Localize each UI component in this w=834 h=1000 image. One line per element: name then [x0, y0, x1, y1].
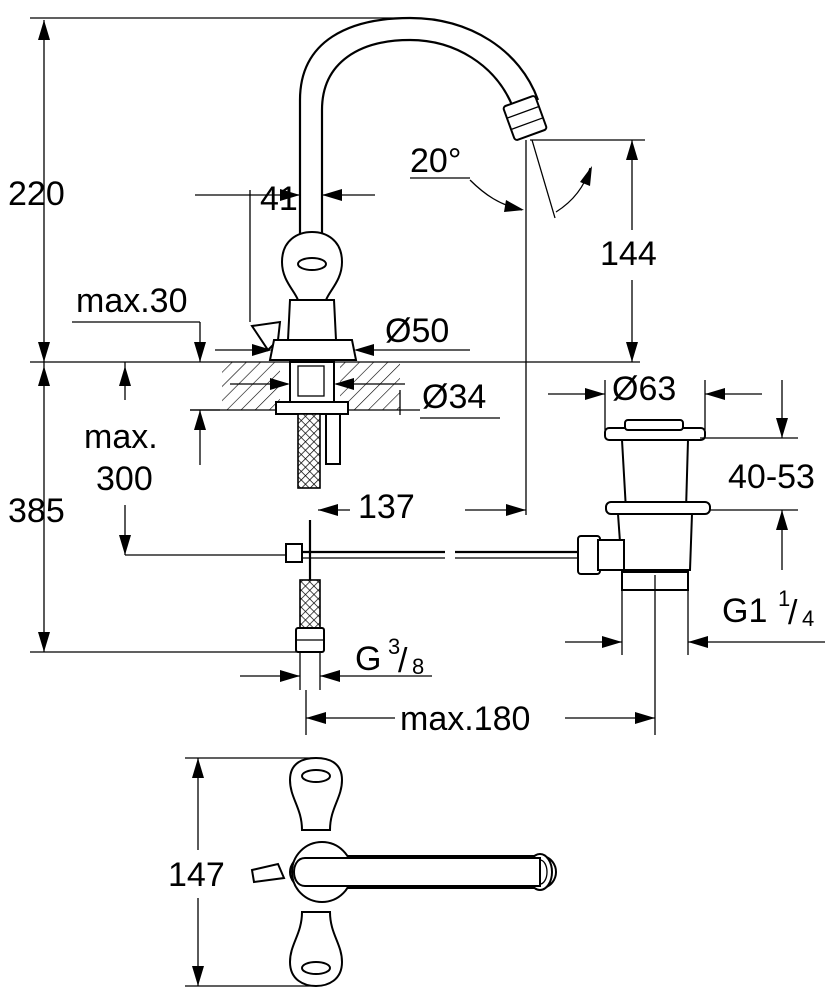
label-d34: Ø34 [422, 378, 486, 416]
label-41: 41 [260, 180, 298, 218]
rod-connector-tube [597, 539, 625, 571]
label-max180: max.180 [400, 700, 530, 738]
label-385: 385 [8, 492, 65, 530]
waste-nut [605, 501, 711, 515]
label-147: 147 [168, 856, 225, 894]
dimension-lines [30, 17, 825, 987]
handle-top-upper-ind [301, 769, 331, 783]
supply-hose-braided [297, 413, 321, 489]
pop-up-waste [285, 419, 711, 591]
mount-nut [275, 401, 349, 415]
label-20-deg: 20° [410, 142, 461, 180]
waste-plug [624, 419, 684, 431]
rod-clip [285, 543, 303, 563]
label-g1-num: 1 [778, 586, 790, 611]
handle-top-lower-ind [301, 961, 331, 975]
label-g38-den: 8 [412, 654, 424, 679]
waste-body [620, 439, 690, 511]
label-144: 144 [600, 235, 657, 273]
label-137: 137 [358, 488, 415, 526]
label-220: 220 [8, 175, 65, 213]
label-g38-slash: / [398, 642, 408, 680]
rod-connector [577, 535, 601, 575]
label-max30: max.30 [76, 282, 188, 320]
faucet-top-view [250, 756, 558, 988]
pop-up-rod-stub [325, 413, 341, 465]
spout-inner [320, 38, 514, 300]
supply-hose-lower [299, 579, 321, 629]
faucet-base [268, 339, 358, 361]
faucet-side-view [250, 16, 548, 489]
label-40-53: 40-53 [728, 458, 815, 496]
label-g1-main: G1 [722, 592, 767, 630]
label-max300-line2: 300 [96, 460, 153, 498]
handle-indicator [297, 257, 327, 271]
label-max300-line1: max. [84, 418, 158, 456]
spout-top-over [292, 857, 541, 887]
lever-top [250, 862, 286, 884]
label-g38-num: 3 [388, 634, 400, 659]
supply-connection [295, 579, 325, 653]
waste-lower [616, 513, 694, 571]
label-g1-den: 4 [802, 606, 814, 631]
label-g38-main: G [355, 640, 381, 678]
label-g1-slash: / [788, 594, 798, 632]
dimension-labels: 220 41 20° 144 max.30 Ø50 Ø34 max. 300 1… [8, 142, 815, 894]
shank-inner [297, 365, 325, 397]
aerator [502, 95, 548, 141]
handle-top-upper [288, 756, 344, 831]
faucet-body [286, 299, 338, 341]
label-d63: Ø63 [612, 370, 676, 408]
label-d50: Ø50 [385, 312, 449, 350]
